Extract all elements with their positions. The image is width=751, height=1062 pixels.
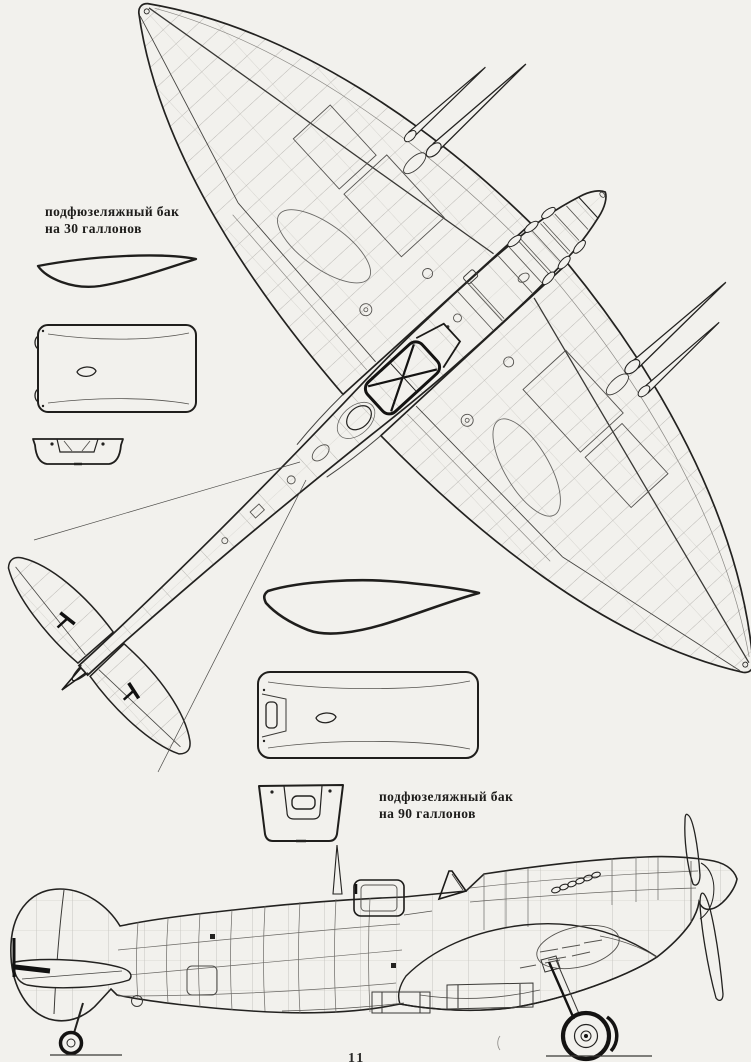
main-wheel (560, 1010, 612, 1062)
port-tailplane (0, 539, 117, 667)
spinner-plan (578, 191, 606, 219)
tank-30-gallon-drawings (32, 254, 198, 466)
fin-rudder-plan (61, 664, 89, 691)
label-tank-30-line1: подфюзеляжный бак (45, 204, 180, 219)
label-tank-30: подфюзеляжный бак на 30 галлонов (45, 204, 179, 237)
engine-cowling-panel-lines (457, 205, 589, 331)
main-landing-gear (540, 955, 619, 1062)
propeller-blade-upper (684, 813, 701, 886)
fuselage-fitting (391, 963, 396, 968)
porthole (131, 995, 143, 1007)
tank-30-side-profile (36, 254, 198, 288)
cockpit-canopy-plan (336, 322, 462, 439)
side-view (10, 813, 738, 1062)
tail-wheel (58, 1030, 84, 1056)
propeller (684, 813, 724, 1001)
fuselage-fitting (210, 934, 215, 939)
page-number: 11 (348, 1051, 366, 1062)
ground-lines (50, 1054, 652, 1057)
tank-90-front-view (258, 784, 344, 843)
side-tail (12, 889, 132, 1056)
cowl-small-fittings (446, 269, 530, 329)
propeller-blade-lower (699, 892, 724, 1001)
rear-fuselage-spine-panels (221, 444, 330, 545)
stray-mark (497, 1035, 501, 1051)
label-tank-90-line2: на 90 галлонов (379, 805, 476, 821)
label-tank-90-line1: подфюзеляжный бак (379, 789, 514, 804)
exhaust-fairings-plan (507, 206, 586, 286)
exhaust-stacks (551, 871, 601, 894)
fuselage-plan (77, 190, 607, 677)
underwing-radiators (371, 982, 534, 1014)
label-tank-90: подфюзеляжный бак на 90 галлонов (379, 789, 513, 822)
tank-30-top-view (34, 324, 197, 413)
starboard-tailplane (86, 640, 210, 769)
cockpit-door (186, 965, 218, 996)
side-wing (281, 922, 659, 1012)
plan-view (0, 0, 751, 769)
tank-90-top-view (257, 671, 479, 759)
side-canopy (353, 870, 468, 917)
tank-90-gallon-drawings (257, 579, 481, 843)
tailplane-profile (13, 958, 132, 989)
tank-90-side-profile (262, 579, 481, 635)
label-tank-30-line2: на 30 галлонов (45, 220, 142, 236)
tank-30-front-view (32, 438, 124, 466)
leader-lines (33, 461, 307, 773)
antenna-mast (332, 844, 343, 895)
tail-wheel-strut (73, 1002, 84, 1034)
